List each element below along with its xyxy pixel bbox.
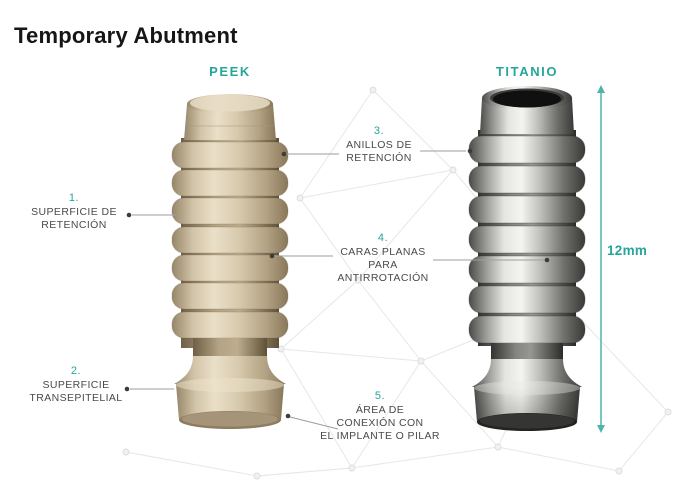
peek-header: PEEK [209, 64, 251, 79]
callout-label-4: 4. CARAS PLANAS PARA ANTIRROTACIÓN [327, 232, 439, 285]
peek-top-cap [184, 104, 276, 140]
callout-label-3: 3. ANILLOS DE RETENCIÓN [327, 125, 431, 165]
titanium-flare [472, 359, 582, 387]
titanium-retention-rings [468, 135, 586, 344]
peek-retention-rings [171, 141, 289, 339]
titanium-abutment-illustration [468, 86, 586, 431]
page-title: Temporary Abutment [14, 22, 238, 48]
dimension-value: 12mm [607, 243, 648, 258]
callout-number-3: 3. [373, 125, 385, 137]
titanium-neck [491, 343, 563, 361]
callout-number-4: 4. [377, 232, 389, 244]
callout-number-2: 2. [70, 365, 82, 377]
callout-number-5: 5. [374, 390, 386, 402]
titanio-header: TITANIO [495, 64, 559, 79]
titanium-screw-channel [493, 90, 561, 108]
peek-base [176, 384, 284, 420]
peek-flare [174, 356, 286, 384]
callout-number-1: 1. [68, 192, 80, 204]
callout-label-2: 2. SUPERFICIE TRANSEPITELIAL [24, 365, 128, 405]
peek-abutment-illustration [171, 94, 289, 429]
peek-neck [193, 338, 267, 358]
callout-label-1: 1. SUPERFICIE DE RETENCIÓN [22, 192, 126, 232]
callout-label-5: 5. ÁREA DE CONEXIÓN CON EL IMPLANTE O PI… [314, 390, 446, 443]
